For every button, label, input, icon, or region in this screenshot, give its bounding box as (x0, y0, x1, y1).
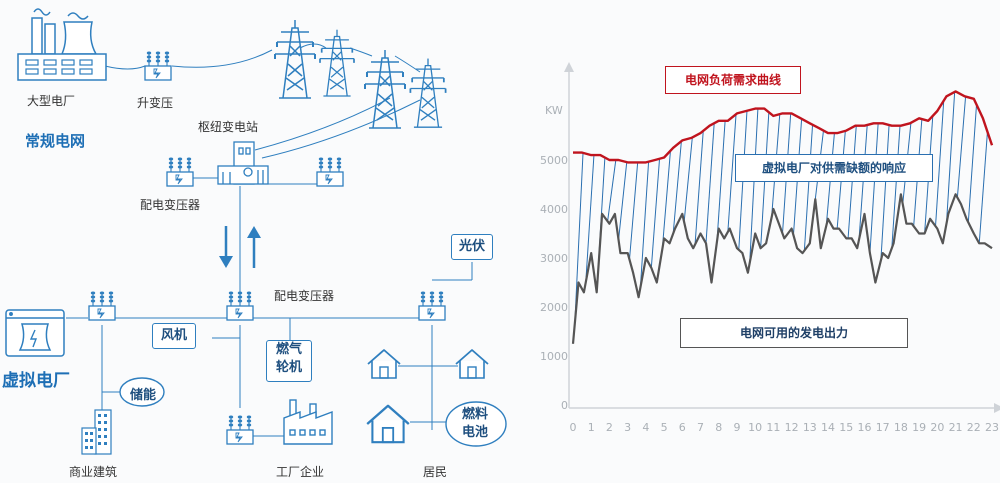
response-hatch-line (803, 124, 814, 251)
x-tick-label: 10 (748, 421, 762, 434)
x-tick-label: 5 (661, 421, 668, 434)
x-tick-label: 13 (803, 421, 817, 434)
response-hatch-line (967, 104, 978, 223)
x-tick-label: 16 (857, 421, 871, 434)
x-tick-label: 4 (642, 421, 649, 434)
factory-icon (283, 399, 333, 445)
y-tick-label: 4000 (540, 203, 568, 216)
x-tick-label: 22 (967, 421, 981, 434)
x-tick-label: 6 (679, 421, 686, 434)
legend-supply: 电网可用的发电出力 (680, 318, 908, 348)
fuel-cell-label: 燃料 电池 (462, 407, 489, 440)
y-tick-label: 2000 (540, 301, 568, 314)
legend-demand: 电网负荷需求曲线 (665, 66, 801, 94)
x-tick-label: 19 (912, 421, 926, 434)
step-up-label: 升变压 (137, 96, 174, 110)
storage-label: 储能 (130, 388, 157, 403)
demand-series-line (573, 90, 994, 164)
dist-transformer-label-mid: 配电变压器 (274, 289, 335, 303)
wind-box: 风机 (152, 323, 196, 349)
response-hatch-line (683, 137, 693, 223)
storage-node (119, 377, 165, 407)
x-tick-label: 18 (894, 421, 908, 434)
y-axis-arrow (564, 62, 574, 72)
y-tick-label: 0 (561, 399, 568, 412)
x-tick-label: 21 (949, 421, 963, 434)
x-tick-label: 9 (733, 421, 740, 434)
response-hatch-line (978, 131, 988, 244)
x-tick-label: 11 (766, 421, 780, 434)
x-tick-label: 2 (606, 421, 613, 434)
gas-turbine-box: 燃气 轮机 (266, 340, 312, 382)
virtual-power-plant-icon (5, 309, 65, 357)
response-hatch-line (618, 162, 628, 241)
response-hatch-line (891, 125, 901, 249)
residents-label: 居民 (423, 465, 448, 479)
conventional-grid-title: 常规电网 (25, 132, 86, 150)
grid-diagram (5, 8, 507, 455)
hub-substation-icon (217, 141, 269, 185)
commercial-building-icon (81, 409, 112, 455)
x-tick-label: 20 (930, 421, 944, 434)
x-tick-label: 8 (715, 421, 722, 434)
y-tick-label: 1000 (540, 350, 568, 363)
fuel-cell-node (445, 401, 507, 447)
response-hatch-line (858, 124, 868, 240)
power-flow-arrows (219, 226, 261, 268)
legend-response: 虚拟电厂对供需缺额的响应 (735, 154, 933, 182)
y-axis-unit: KW (545, 104, 563, 117)
x-tick-label: 3 (624, 421, 631, 434)
x-tick-label: 7 (697, 421, 704, 434)
response-hatch-line (945, 91, 956, 224)
response-hatch-line (694, 130, 704, 245)
response-hatch-line (639, 161, 650, 288)
power-plant-label: 大型电厂 (27, 94, 76, 108)
response-hatch-line (650, 158, 661, 268)
y-tick-label: 3000 (540, 252, 568, 265)
power-plant-icon (17, 8, 107, 81)
response-hatch-line (749, 108, 759, 263)
response-hatch-line (672, 141, 682, 234)
x-tick-label: 23 (985, 421, 999, 434)
dist-transformer-label-top: 配电变压器 (140, 198, 201, 212)
x-tick-label: 17 (876, 421, 890, 434)
x-tick-label: 0 (570, 421, 577, 434)
commercial-label: 商业建筑 (69, 465, 118, 479)
response-hatch-line (716, 120, 726, 243)
response-hatch-line (880, 124, 890, 261)
response-hatch-line (574, 152, 584, 324)
supply-series-line (571, 193, 993, 344)
response-hatch-line (847, 125, 857, 239)
virtual-plant-title: 虚拟电厂 (2, 371, 70, 391)
response-hatch-line (705, 123, 715, 244)
response-hatch-line (661, 150, 671, 250)
response-hatch-line (585, 155, 595, 283)
solar-box: 光伏 (451, 234, 493, 260)
response-hatch-line (956, 96, 967, 198)
hub-substation-label: 枢纽变电站 (198, 120, 259, 134)
x-axis-arrow (994, 403, 1000, 413)
x-tick-label: 15 (839, 421, 853, 434)
x-tick-label: 12 (785, 421, 799, 434)
response-hatch-line (628, 162, 639, 260)
factory-label: 工厂企业 (276, 465, 325, 479)
response-hatch-line (869, 123, 879, 254)
response-hatch-line (727, 114, 737, 232)
response-hatch-line (607, 159, 617, 222)
y-tick-label: 5000 (540, 154, 568, 167)
x-tick-label: 1 (588, 421, 595, 434)
response-hatch-line (935, 100, 945, 227)
x-tick-label: 14 (821, 421, 835, 434)
